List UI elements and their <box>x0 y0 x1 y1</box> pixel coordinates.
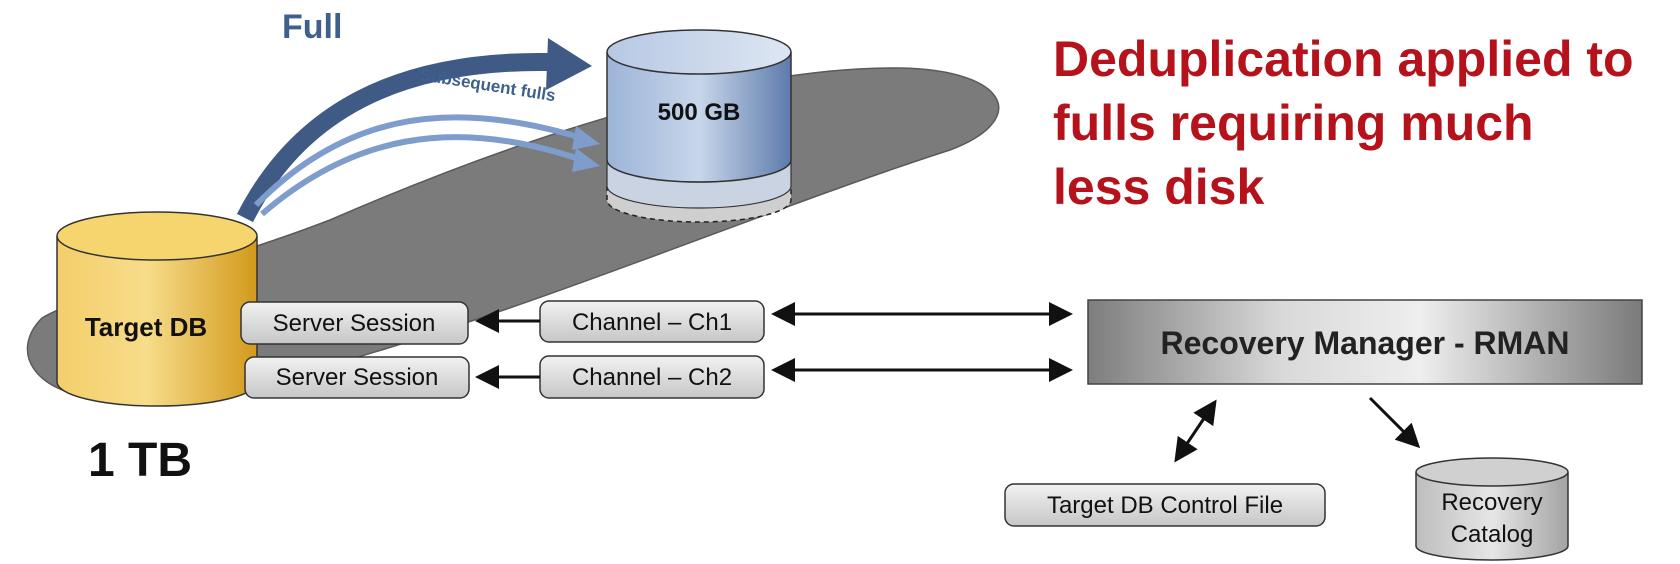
server-session-1-box <box>240 301 469 345</box>
server-session-2-label: Server Session <box>276 364 439 391</box>
rman-label: Recovery Manager - RMAN <box>1161 325 1570 361</box>
headline-line-2: fulls requiring much <box>1053 95 1534 151</box>
headline-line-3: less disk <box>1053 159 1264 215</box>
control-file-box <box>1004 483 1326 527</box>
target-db-label: Target DB <box>85 312 207 342</box>
target-db-cylinder <box>56 211 258 407</box>
channel-1-label: Channel – Ch1 <box>572 309 732 336</box>
server-session-1-label: Server Session <box>273 310 436 337</box>
full-arrowhead <box>546 38 592 90</box>
subsequent-arrowhead-2 <box>572 148 600 172</box>
recovery-catalog-cylinder <box>1415 457 1569 561</box>
recovery-catalog-label-1: Recovery <box>1441 489 1542 516</box>
control-file-label: Target DB Control File <box>1047 492 1283 519</box>
server-session-2-box <box>244 356 470 399</box>
recovery-catalog-label-2: Catalog <box>1451 521 1534 548</box>
headline-line-1: Deduplication applied to <box>1053 31 1634 87</box>
target-db-size: 1 TB <box>88 434 192 487</box>
full-label: Full <box>282 8 342 46</box>
full-arrow <box>236 52 549 223</box>
subsequent-arrow-2 <box>260 134 583 217</box>
backup-size-label: 500 GB <box>658 99 741 126</box>
rman-catalog-arrow <box>1368 396 1421 449</box>
headline: Deduplication applied to fulls requiring… <box>1053 31 1634 215</box>
rman-controlfile-arrow <box>1174 399 1217 463</box>
rman-box <box>1087 299 1643 385</box>
channel-2-label: Channel – Ch2 <box>572 364 732 391</box>
subsequent-arrow-1 <box>253 114 583 208</box>
backup-cylinder <box>606 29 792 223</box>
subsequent-arrowhead-1 <box>572 126 600 150</box>
